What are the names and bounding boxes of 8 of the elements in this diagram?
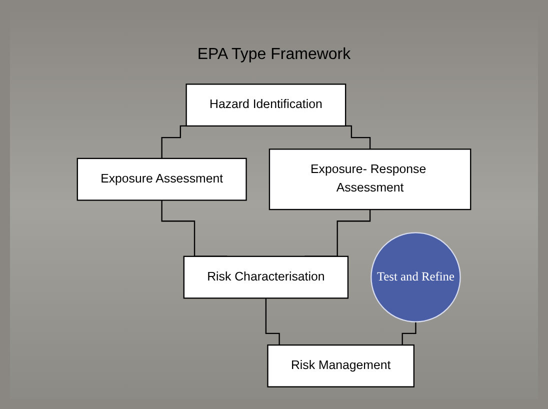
node-circle [370, 232, 461, 322]
node-box [268, 148, 472, 210]
node-box [183, 256, 349, 299]
node-box [76, 158, 247, 201]
node-box [186, 84, 346, 127]
diagram-title: EPA Type Framework [197, 46, 351, 64]
flowchart: Hazard Identification Exposure Assessment Exposure- Response Assessment Risk Characterisation Test and Refine Risk Management [20, 78, 528, 393]
node-box [267, 344, 414, 388]
